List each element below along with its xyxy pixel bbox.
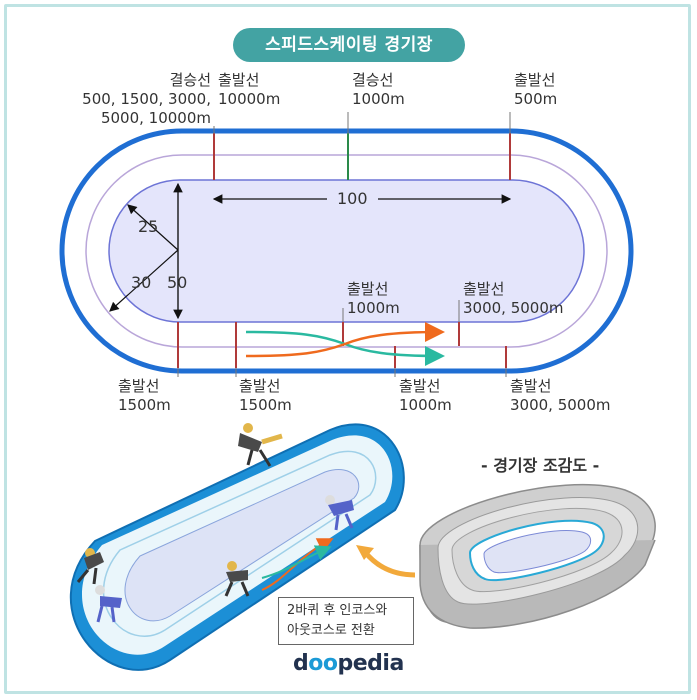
stadium-bird-view bbox=[419, 483, 656, 629]
outer-radius-value: 30 bbox=[131, 273, 152, 292]
rink-infield-iso bbox=[124, 469, 360, 622]
label-start-1500-b: 출발선 1500m bbox=[239, 377, 292, 414]
length-value: 100 bbox=[337, 189, 368, 208]
label-finish-multi: 결승선 500, 1500, 3000, 5000, 10000m bbox=[82, 71, 211, 127]
skater-icon-5 bbox=[224, 561, 250, 597]
inner-radius-value: 25 bbox=[138, 217, 159, 236]
label-start-500: 출발선 500m bbox=[514, 71, 558, 108]
label-start-3000-b: 출발선 3000, 5000m bbox=[510, 377, 611, 414]
skater-icon-4 bbox=[95, 585, 122, 623]
label-start-10000: 출발선 10000m bbox=[218, 71, 281, 108]
label-start-1000-b: 출발선 1000m bbox=[399, 377, 452, 414]
label-start-3000-inner: 출발선 3000, 5000m bbox=[463, 280, 564, 317]
skater-icon-2 bbox=[325, 495, 354, 531]
iso-crossover-teal bbox=[261, 545, 332, 579]
rink-inner-lane bbox=[102, 450, 377, 637]
iso-crossover-orange bbox=[261, 538, 334, 591]
inner-radius-arrow bbox=[127, 204, 179, 251]
pointer-arrow-icon bbox=[363, 550, 416, 578]
lane-divider bbox=[85, 154, 608, 348]
label-start-1000-inner: 출발선 1000m bbox=[347, 280, 400, 317]
label-finish-1000: 결승선 1000m bbox=[352, 71, 405, 108]
outer-radius-arrow bbox=[109, 249, 179, 312]
bird-view-title: - 경기장 조감도 - bbox=[481, 456, 600, 475]
crossover-callout: 2바퀴 후 인코스와 아웃코스로 전환 bbox=[278, 597, 414, 645]
skater-icon-3 bbox=[76, 548, 104, 585]
infield bbox=[108, 179, 585, 323]
doopedia-logo[interactable]: doopedia bbox=[293, 651, 404, 676]
crossover-orange-path bbox=[245, 322, 445, 358]
diagram-title: 스피드스케이팅 경기장 bbox=[233, 28, 465, 62]
skater-icon-1 bbox=[238, 423, 283, 467]
width-value: 50 bbox=[167, 273, 188, 292]
label-start-1500-a: 출발선 1500m bbox=[118, 377, 171, 414]
